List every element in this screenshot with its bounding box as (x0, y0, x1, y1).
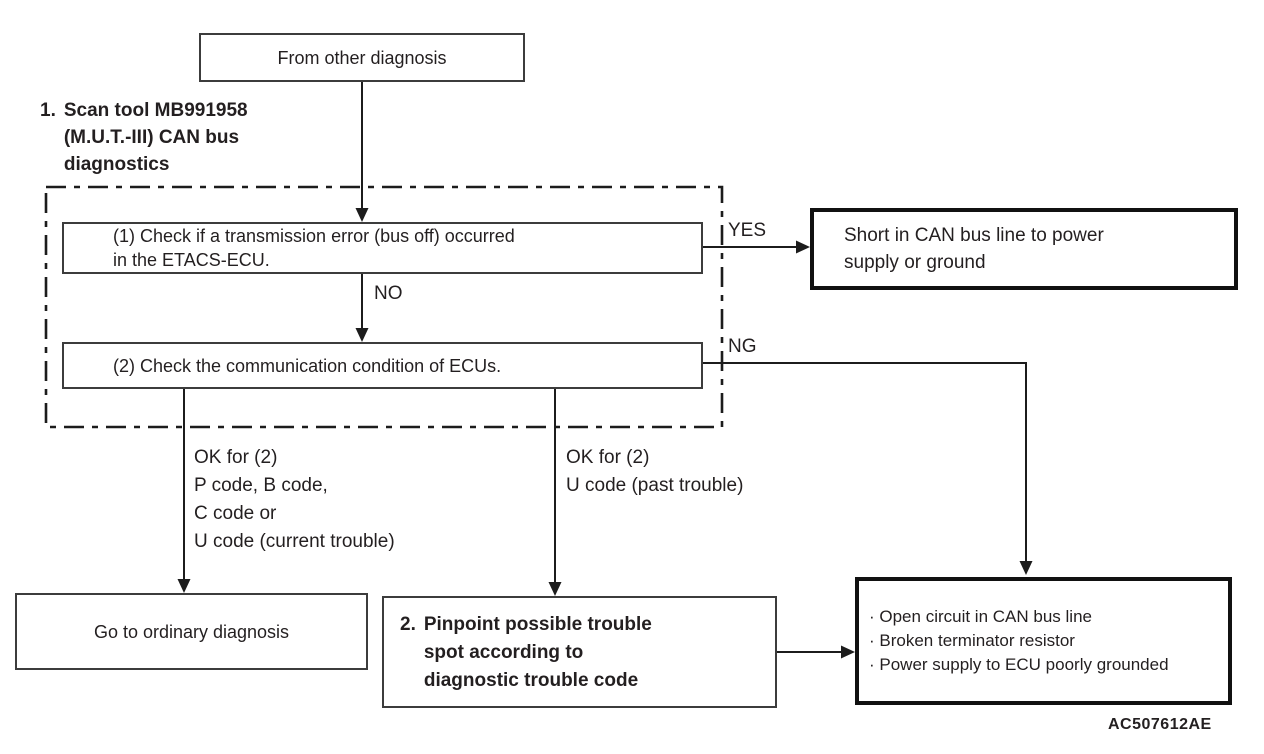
edge-label-yes: YES (728, 220, 767, 241)
scan-tool-heading-text: Scan tool MB991958 (M.U.T.-III) CAN bus … (63, 100, 248, 175)
step2-label: (2) Check the communication condition of… (113, 355, 502, 376)
arrow-start-to-step1 (355, 82, 369, 222)
edge-label-ok-past-trouble: OK for (2) U code (past trouble) (566, 447, 744, 496)
edge-label-ok-current-trouble: OK for (2) P code, B code, C code or U c… (194, 447, 395, 552)
go-ordinary-diagnosis-node: Go to ordinary diagnosis (15, 593, 368, 670)
causes-list-node: · Open circuit in CAN bus line · Broken … (855, 577, 1232, 705)
arrow-ok-past-to-pinpoint-box (548, 389, 562, 596)
cause-broken-terminator: · Broken terminator resistor (869, 631, 1075, 650)
edge-label-no: NO (374, 283, 403, 304)
scan-tool-heading: 1. Scan tool MB991958 (M.U.T.-III) CAN b… (40, 97, 248, 178)
edge-label-ng: NG (728, 336, 757, 357)
pinpoint-node-number: 2. (400, 614, 416, 635)
figure-code: AC507612AE (1108, 716, 1212, 733)
scan-tool-dashed-frame (44, 185, 724, 429)
arrow-yes-to-short-box (703, 240, 810, 254)
arrow-ng-to-causes-box (703, 362, 1033, 575)
step2-check-communication-node: (2) Check the communication condition of… (62, 342, 703, 389)
start-node-label: From other diagnosis (277, 47, 447, 68)
arrow-ok-current-to-go-box (177, 389, 191, 593)
arrow-no-to-step2 (355, 274, 369, 342)
cause-open-circuit: · Open circuit in CAN bus line (869, 607, 1092, 626)
step1-check-transmission-error-node: (1) Check if a transmission error (bus o… (62, 222, 703, 274)
start-node-from-other-diagnosis: From other diagnosis (199, 33, 525, 82)
scan-tool-heading-number: 1. (40, 100, 56, 121)
result-short-in-can-bus-node: Short in CAN bus line to power supply or… (810, 208, 1238, 290)
cause-power-supply-ground: · Power supply to ECU poorly grounded (869, 655, 1169, 674)
arrow-pinpoint-to-causes-box (777, 645, 855, 659)
pinpoint-node-text: Pinpoint possible trouble spot according… (423, 614, 652, 691)
pinpoint-trouble-spot-node: 2. Pinpoint possible trouble spot accord… (382, 596, 777, 708)
step1-label: (1) Check if a transmission error (bus o… (113, 226, 515, 270)
go-ordinary-diagnosis-label: Go to ordinary diagnosis (93, 621, 290, 642)
result-short-label: Short in CAN bus line to power supply or… (844, 225, 1104, 273)
